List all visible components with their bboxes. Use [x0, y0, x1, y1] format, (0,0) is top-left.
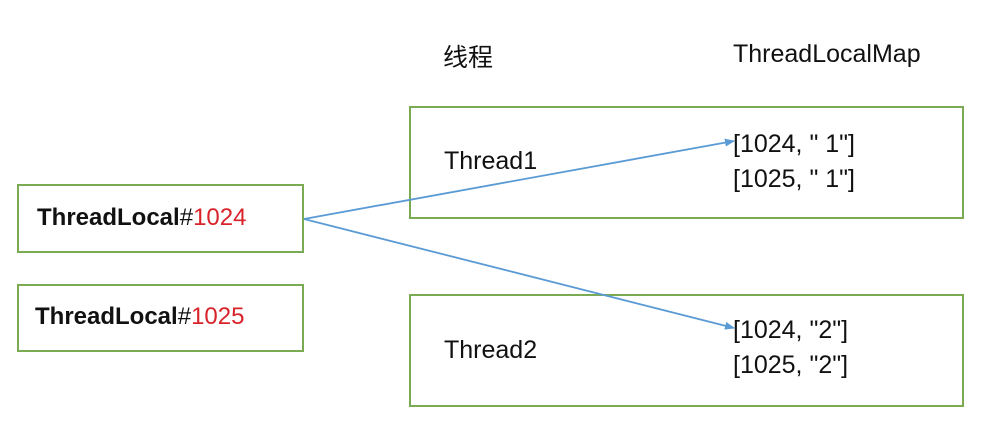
threadlocal-1024-id: 1024	[193, 204, 247, 231]
threadlocal-1024-hash: #	[179, 204, 194, 231]
map-column-header: ThreadLocalMap	[733, 40, 921, 68]
thread1-entry-1024: [1024, " 1"]	[733, 130, 855, 158]
threadlocal-1025-id: 1025	[191, 303, 245, 330]
thread1-entry-1025: [1025, " 1"]	[733, 165, 855, 193]
threadlocal-1024-name: ThreadLocal	[37, 204, 180, 231]
threadlocal-1024-box	[17, 184, 304, 253]
threadlocal-1025-hash: #	[177, 303, 192, 330]
threadlocal-1024-label: ThreadLocal#1024	[37, 204, 246, 232]
thread1-box	[409, 106, 964, 219]
thread2-label: Thread2	[444, 336, 538, 364]
thread2-entry-1024: [1024, "2"]	[733, 316, 849, 344]
arrow-to-thread1-entry	[303, 138, 735, 220]
thread1-label: Thread1	[444, 147, 538, 175]
threadlocal-1025-label: ThreadLocal#1025	[35, 303, 244, 331]
threadlocal-1025-box	[17, 284, 304, 352]
thread-column-header: 线程	[443, 44, 494, 72]
thread2-box	[409, 294, 964, 407]
thread2-entry-1025: [1025, "2"]	[733, 351, 849, 379]
threadlocal-1025-name: ThreadLocal	[35, 303, 178, 330]
arrow-to-thread2-entry	[303, 218, 735, 330]
